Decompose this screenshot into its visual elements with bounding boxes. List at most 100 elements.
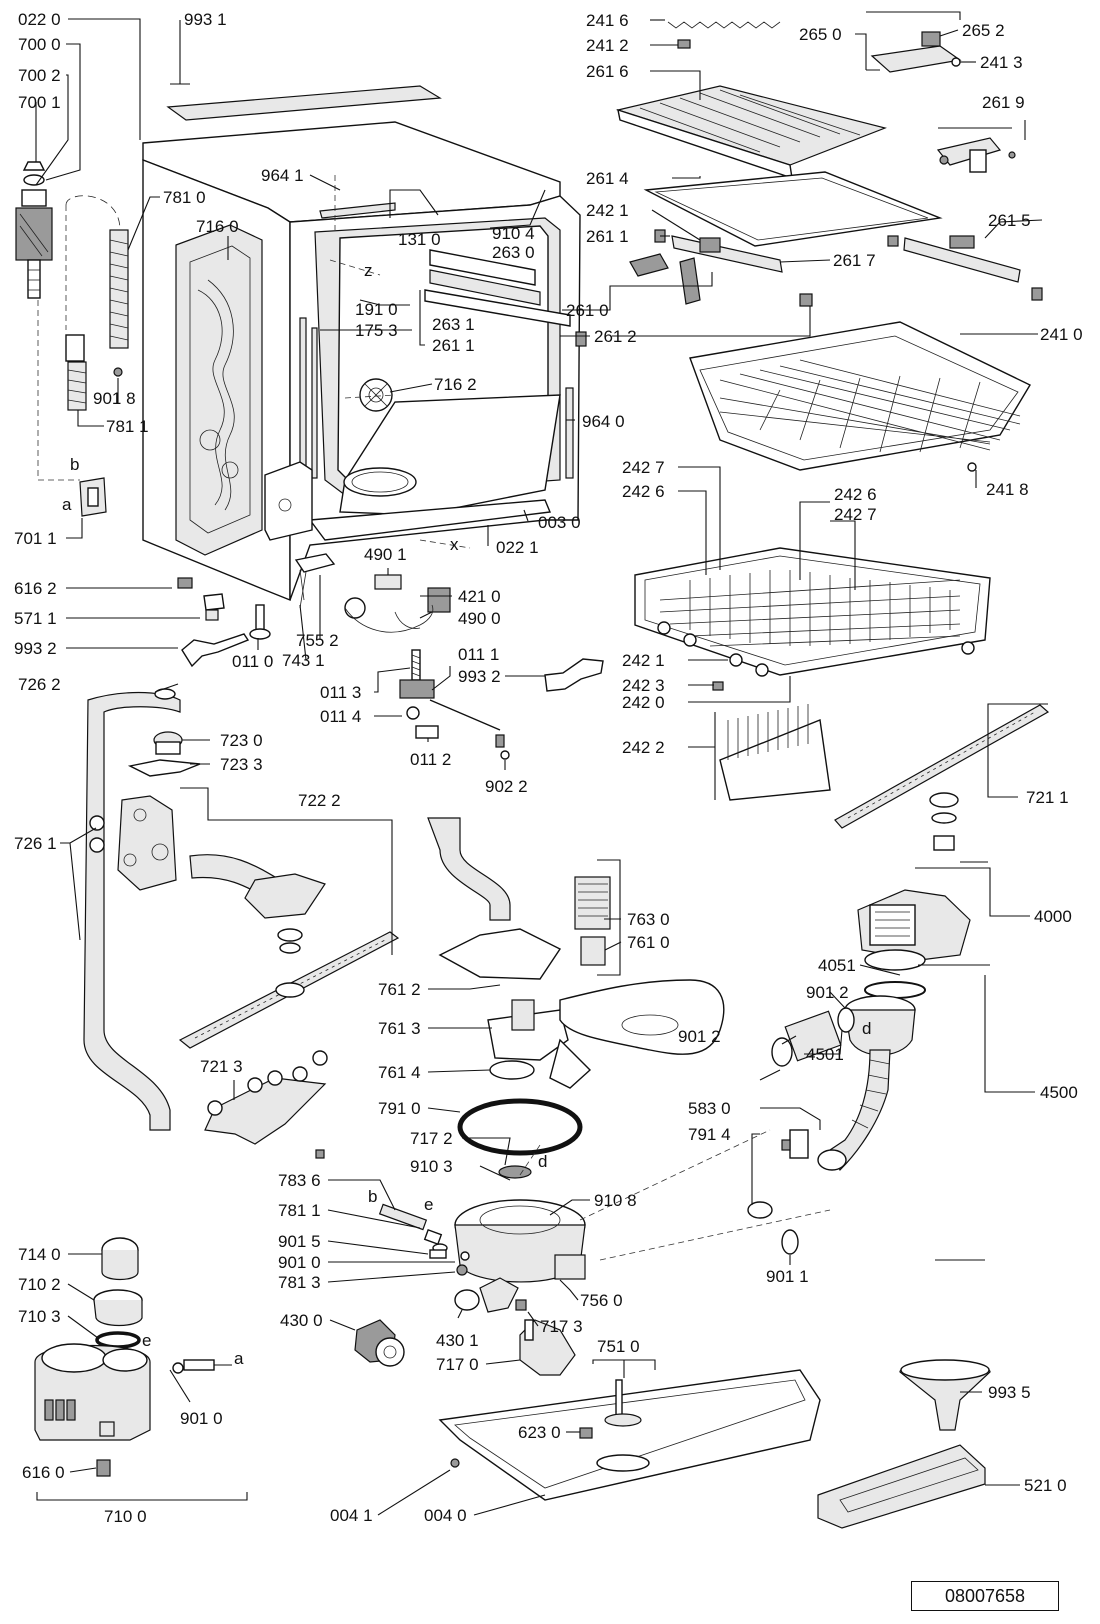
label-710-2: 710 2: [18, 1275, 61, 1294]
label-623-0: 623 0: [518, 1423, 561, 1442]
label-263-0: 263 0: [492, 243, 535, 262]
label-261-1b: 261 1: [586, 227, 629, 246]
label-241-8: 241 8: [986, 480, 1029, 499]
label-4000: 4000: [1034, 907, 1072, 926]
label-993-2a: 993 2: [14, 639, 57, 658]
label-490-1: 490 1: [364, 545, 407, 564]
label-791-0: 791 0: [378, 1099, 421, 1118]
label-901-5: 901 5: [278, 1232, 321, 1251]
letter-d-2: d: [862, 1019, 871, 1038]
label-910-4: 910 4: [492, 224, 535, 243]
label-131-0: 131 0: [398, 230, 441, 249]
letter-e-2: e: [142, 1331, 151, 1350]
label-242-0: 242 0: [622, 693, 665, 712]
label-4501: 4501: [806, 1045, 844, 1064]
label-242-7a: 242 7: [622, 458, 665, 477]
label-175-3: 175 3: [355, 321, 398, 340]
label-263-1: 263 1: [432, 315, 475, 334]
label-4051: 4051: [818, 956, 856, 975]
label-721-1: 721 1: [1026, 788, 1069, 807]
label-004-1: 004 1: [330, 1506, 373, 1525]
label-964-1: 964 1: [261, 166, 304, 185]
label-743-1: 743 1: [282, 651, 325, 670]
tub-cabinet: [142, 85, 581, 602]
label-701-1: 701 1: [14, 529, 57, 548]
label-761-3: 761 3: [378, 1019, 421, 1038]
label-490-0: 490 0: [458, 609, 501, 628]
label-781-1b: 781 1: [278, 1201, 321, 1220]
label-430-1: 430 1: [436, 1331, 479, 1350]
salt-container: [34, 1237, 248, 1501]
label-755-2: 755 2: [296, 631, 339, 650]
label-616-0: 616 0: [22, 1463, 65, 1482]
label-583-0: 583 0: [688, 1099, 731, 1118]
label-242-3: 242 3: [622, 676, 665, 695]
label-261-0: 261 0: [566, 301, 609, 320]
letter-e-1: e: [424, 1195, 433, 1214]
label-265-2: 265 2: [962, 21, 1005, 40]
label-265-0: 265 0: [799, 25, 842, 44]
label-721-3: 721 3: [200, 1057, 243, 1076]
label-726-2: 726 2: [18, 675, 61, 694]
label-781-0: 781 0: [163, 188, 206, 207]
label-700-2: 700 2: [18, 66, 61, 85]
label-761-0: 761 0: [627, 933, 670, 952]
label-616-2: 616 2: [14, 579, 57, 598]
label-004-0: 004 0: [424, 1506, 467, 1525]
label-993-2b: 993 2: [458, 667, 501, 686]
label-791-4: 791 4: [688, 1125, 731, 1144]
label-242-2: 242 2: [622, 738, 665, 757]
label-011-1: 011 1: [458, 645, 499, 664]
label-726-1: 726 1: [14, 834, 57, 853]
label-723-3: 723 3: [220, 755, 263, 774]
label-717-3: 717 3: [540, 1317, 583, 1336]
label-756-0: 751 0: [597, 1337, 640, 1356]
label-902-2: 902 2: [485, 777, 528, 796]
label-700-1: 700 1: [18, 93, 61, 112]
label-783-6: 783 6: [278, 1171, 321, 1190]
label-242-7b: 242 7: [834, 505, 877, 524]
label-4500: 4500: [1040, 1083, 1078, 1102]
label-700-0: 700 0: [18, 35, 61, 54]
label-717-2: 717 2: [410, 1129, 453, 1148]
letter-d-1: d: [538, 1152, 547, 1171]
label-003-0: 003 0: [538, 513, 581, 532]
sump-assembly: [354, 817, 831, 1376]
label-261-4: 261 4: [586, 169, 629, 188]
label-261-2: 261 2: [594, 327, 637, 346]
spray-arm-assembly: [83, 688, 400, 1159]
label-964-0: 964 0: [582, 412, 625, 431]
label-722-2: 722 2: [298, 791, 341, 810]
label-710-0: 710 0: [104, 1507, 147, 1526]
label-022-1: 022 1: [496, 538, 539, 557]
small-lower-parts: [177, 553, 604, 760]
label-242-6b: 242 6: [834, 485, 877, 504]
label-521-0: 521 0: [1024, 1476, 1067, 1495]
label-261-5: 261 5: [988, 211, 1031, 230]
label-781-1a: 781 1: [106, 417, 149, 436]
label-242-1b: 242 1: [622, 651, 665, 670]
label-242-6a: 242 6: [622, 482, 665, 501]
label-993-1: 993 1: [184, 10, 227, 29]
label-261-1a: 261 1: [432, 336, 475, 355]
label-261-6: 261 6: [586, 62, 629, 81]
leader-lines: [35, 11, 1048, 1516]
label-710-3: 710 3: [18, 1307, 61, 1326]
label-763-0: 763 0: [627, 910, 670, 929]
label-714-0: 714 0: [18, 1245, 61, 1264]
label-261-7: 261 7: [833, 251, 876, 270]
label-761-4: 761 4: [378, 1063, 421, 1082]
label-901-0b: 901 0: [180, 1409, 223, 1428]
base-plate: [438, 1369, 821, 1501]
label-421-0: 421 0: [458, 587, 501, 606]
inlet-hose-parts: [15, 161, 129, 517]
label-011-4: 011 4: [320, 707, 361, 726]
label-261-9: 261 9: [982, 93, 1025, 112]
label-901-2a: 901 2: [806, 983, 849, 1002]
label-011-3: 011 3: [320, 683, 361, 702]
label-242-1a: 242 1: [586, 201, 629, 220]
label-781-3: 781 3: [278, 1273, 321, 1292]
label-717-0: 717 0: [436, 1355, 479, 1374]
letter-x: x: [450, 535, 459, 554]
label-993-5: 993 5: [988, 1383, 1031, 1402]
